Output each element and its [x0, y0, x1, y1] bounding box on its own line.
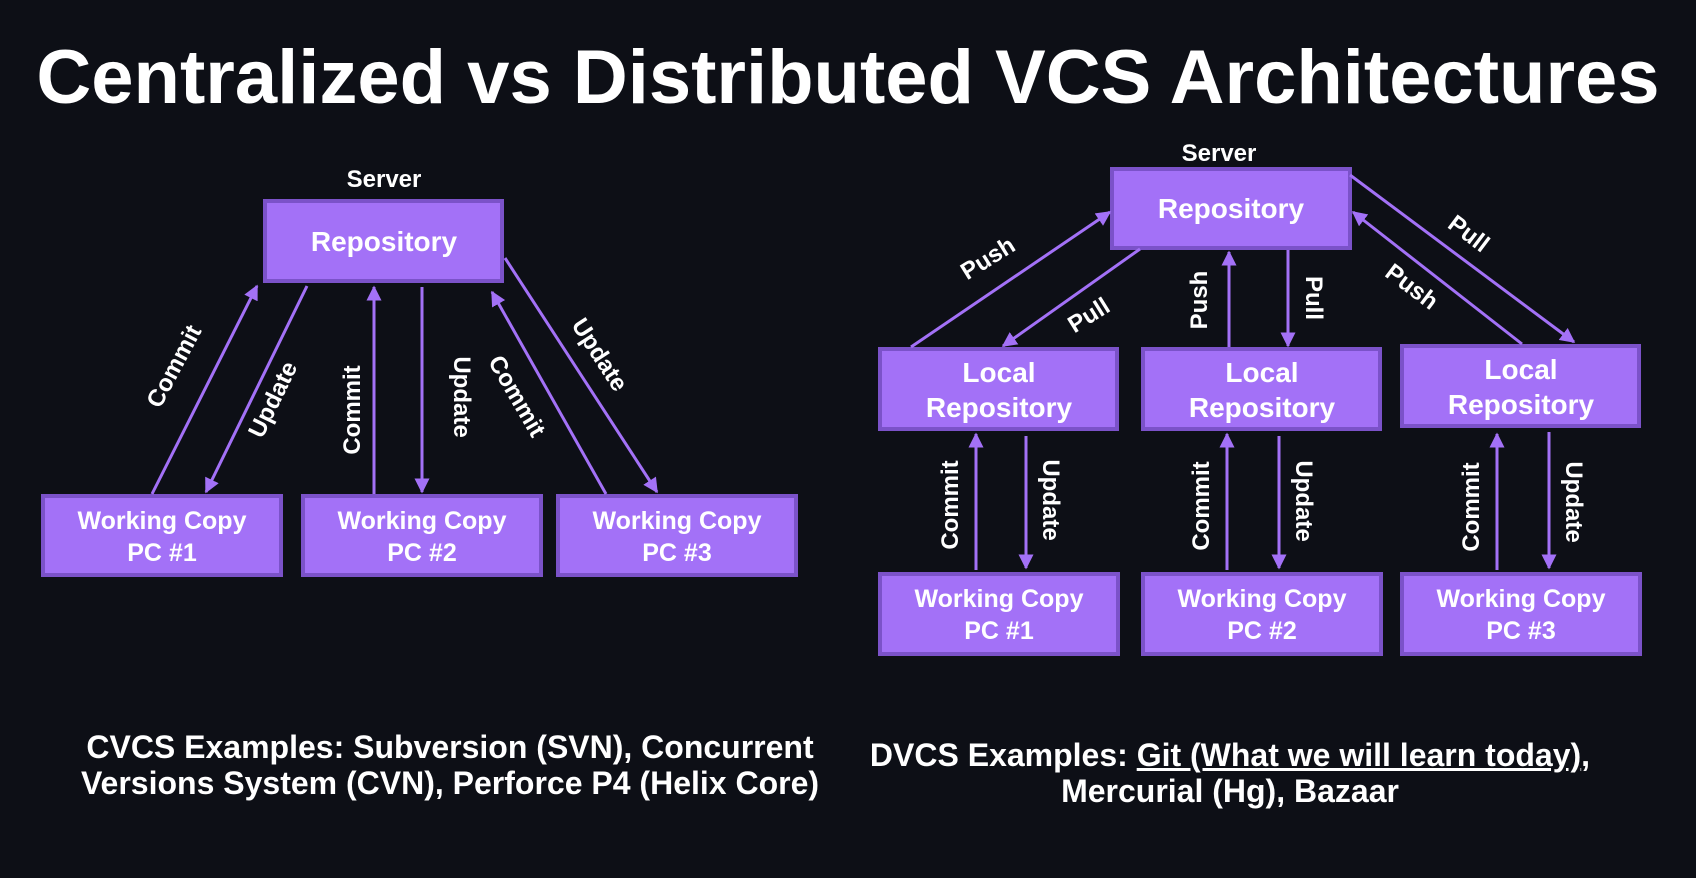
dvcs-working-copy-2: Working Copy PC #2: [1141, 572, 1383, 656]
cvcs-commit-arrow-1: [150, 284, 259, 495]
dvcs-push-arrow-3: [1351, 210, 1523, 346]
centralized-diagram: Server Repository Working Copy PC #1 Wor…: [41, 166, 798, 577]
cvcs-repository-label: Repository: [311, 226, 458, 257]
distributed-diagram: Server Repository Local Repository Local…: [878, 140, 1642, 656]
cvcs-update-label-2: Update: [448, 356, 475, 437]
dvcs-commit-label-2: Commit: [1188, 461, 1215, 550]
dvcs-local-repo-3: Local Repository: [1400, 344, 1641, 428]
cvcs-commit-arrow-3: [490, 290, 608, 495]
dvcs-push-arrow-1: [910, 210, 1112, 349]
dvcs-update-label-2: Update: [1290, 460, 1317, 541]
dvcs-commit-label-3: Commit: [1458, 462, 1485, 551]
cvcs-update-arrow-1: [204, 285, 309, 494]
working-copy-title: Working Copy: [1437, 585, 1606, 613]
dvcs-pull-arrow-1: [1001, 247, 1141, 348]
dvcs-server-label: Server: [1182, 140, 1257, 167]
dvcs-examples-text: DVCS Examples: Git (What we will learn t…: [840, 737, 1620, 809]
cvcs-working-copy-3: Working Copy PC #3: [556, 494, 798, 577]
dvcs-local-arrows: [968, 432, 1557, 570]
cvcs-commit-label-1: Commit: [141, 321, 207, 413]
cvcs-commit-label-3: Commit: [482, 351, 550, 442]
working-copy-title: Working Copy: [1178, 585, 1347, 613]
dvcs-pull-arrow-3: [1349, 173, 1576, 344]
dvcs-examples-suffix: , Mercurial (Hg), Bazaar: [1061, 737, 1591, 809]
dvcs-commit-label-1: Commit: [937, 460, 964, 549]
cvcs-commit-label-2: Commit: [339, 365, 366, 454]
cvcs-working-copy-2: Working Copy PC #2: [301, 494, 543, 577]
cvcs-update-label-3: Update: [566, 313, 633, 396]
local-repo-line1: Local: [1484, 354, 1557, 385]
cvcs-working-copy-1: Working Copy PC #1: [41, 494, 283, 577]
dvcs-repository-label: Repository: [1158, 193, 1305, 224]
working-copy-pc-label: PC #2: [1227, 617, 1296, 645]
dvcs-push-label-1: Push: [956, 232, 1020, 286]
working-copy-pc-label: PC #2: [387, 539, 456, 567]
working-copy-pc-label: PC #3: [1486, 617, 1555, 645]
local-repo-line1: Local: [1225, 357, 1298, 388]
dvcs-update-label-3: Update: [1560, 461, 1587, 542]
page-title: Centralized vs Distributed VCS Architect…: [36, 35, 1660, 120]
dvcs-local-repo-2: Local Repository: [1141, 347, 1382, 431]
working-copy-pc-label: PC #1: [127, 539, 197, 567]
working-copy-pc-label: PC #3: [642, 539, 711, 567]
working-copy-title: Working Copy: [338, 507, 507, 535]
local-repo-line2: Repository: [1189, 392, 1336, 423]
working-copy-title: Working Copy: [593, 507, 762, 535]
cvcs-arrows: [150, 257, 659, 495]
cvcs-examples-text: CVCS Examples: Subversion (SVN), Concurr…: [80, 729, 820, 801]
cvcs-repository-box: Repository: [263, 199, 504, 283]
working-copy-title: Working Copy: [78, 507, 247, 535]
dvcs-working-copy-1: Working Copy PC #1: [878, 572, 1120, 656]
dvcs-pull-label-2: Pull: [1300, 276, 1327, 320]
dvcs-local-repo-1: Local Repository: [878, 347, 1119, 431]
local-repo-line2: Repository: [926, 392, 1073, 423]
dvcs-examples-prefix: DVCS Examples:: [869, 737, 1137, 773]
working-copy-pc-label: PC #1: [964, 617, 1034, 645]
cvcs-server-label: Server: [347, 166, 422, 193]
dvcs-update-label-1: Update: [1037, 459, 1064, 540]
working-copy-title: Working Copy: [915, 585, 1084, 613]
cvcs-update-arrow-3: [503, 257, 659, 494]
dvcs-working-copy-3: Working Copy PC #3: [1400, 572, 1642, 656]
dvcs-server-arrows: [910, 173, 1576, 349]
local-repo-line2: Repository: [1448, 389, 1595, 420]
local-repo-line1: Local: [962, 357, 1035, 388]
dvcs-repository-box: Repository: [1110, 167, 1352, 250]
dvcs-push-label-2: Push: [1186, 271, 1213, 330]
git-highlight: Git (What we will learn today): [1136, 737, 1582, 773]
dvcs-push-label-3: Push: [1380, 259, 1443, 316]
